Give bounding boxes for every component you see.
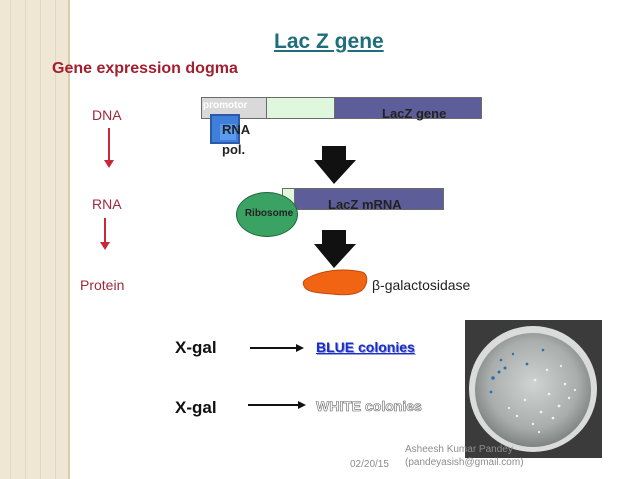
white-colonies-label: WHITE colonies xyxy=(316,398,422,415)
slide-subtitle: Gene expression dogma xyxy=(52,60,238,77)
slide-title: Lac Z gene xyxy=(274,30,384,53)
sidebar-grid-line xyxy=(55,0,56,479)
xgal-blue-arrow xyxy=(250,347,298,349)
lacz-mrna-label: LacZ mRNA xyxy=(328,197,402,212)
rna-to-protein-arrow xyxy=(104,218,106,244)
enzyme-shape xyxy=(302,269,368,296)
dna-to-rna-arrowhead xyxy=(104,160,114,168)
footer-author: Asheesh Kumar Pandey (pandeyasish@gmail.… xyxy=(405,443,524,469)
sidebar-grid-line xyxy=(25,0,26,479)
translation-arrow xyxy=(314,230,356,268)
lacz-mrna-region xyxy=(294,188,444,210)
xgal-blue-arrowhead xyxy=(296,344,304,352)
rna-polymerase-label: RNA pol. xyxy=(222,120,250,160)
stage-label-protein: Protein xyxy=(80,277,125,293)
rna-to-protein-arrowhead xyxy=(100,242,110,250)
footer-date: 02/20/15 xyxy=(350,459,389,470)
footer-author-name: Asheesh Kumar Pandey xyxy=(405,444,513,455)
promotor-label: promotor xyxy=(203,100,248,111)
lacz-gene-label: LacZ gene xyxy=(382,106,447,121)
transcription-arrow xyxy=(314,146,356,184)
sidebar-grid-line xyxy=(10,0,11,479)
xgal-label-white: X-gal xyxy=(175,398,217,417)
blue-colonies-label: BLUE colonies xyxy=(316,339,415,355)
xgal-white-arrowhead xyxy=(298,401,306,409)
ribosome-label: Ribosome xyxy=(244,208,294,219)
sidebar-panel xyxy=(0,0,68,479)
xgal-white-arrow xyxy=(248,404,300,406)
lacz-gene-region xyxy=(334,97,482,119)
rna-polymerase-label-line2: pol. xyxy=(222,142,246,157)
stage-label-rna: RNA xyxy=(92,196,122,212)
stage-label-dna: DNA xyxy=(92,107,122,123)
rna-polymerase-notch xyxy=(220,124,236,140)
agar-plate-photo xyxy=(465,320,602,458)
xgal-label-blue: X-gal xyxy=(175,338,217,357)
dna-to-rna-arrow xyxy=(108,128,110,162)
ribosome-shape xyxy=(236,192,298,237)
enzyme-label: β-galactosidase xyxy=(372,277,471,293)
sidebar-grid-line xyxy=(40,0,41,479)
footer-author-email: (pandeyasish@gmail.com) xyxy=(405,457,524,468)
agar-plate-image xyxy=(469,326,597,452)
operator-region xyxy=(266,97,335,119)
rna-polymerase-label-line1: RNA xyxy=(222,122,251,137)
sidebar-edge xyxy=(68,0,70,479)
